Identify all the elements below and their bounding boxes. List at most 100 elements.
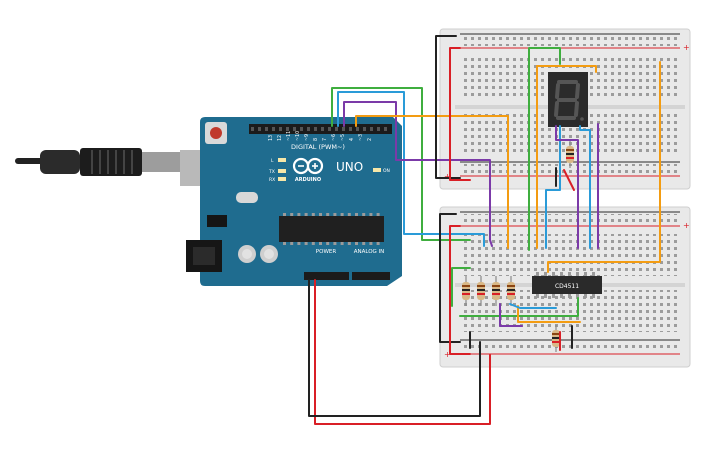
chip-pin bbox=[304, 242, 308, 245]
header-pin bbox=[251, 127, 254, 131]
header-pin bbox=[293, 127, 296, 131]
chip-pin bbox=[376, 213, 380, 216]
wire-orange bbox=[547, 61, 661, 273]
header-pin bbox=[356, 127, 359, 131]
crystal bbox=[236, 192, 258, 203]
chip-pin bbox=[290, 242, 294, 245]
resistor bbox=[477, 276, 485, 306]
header-pin bbox=[286, 127, 289, 131]
header-pin bbox=[258, 127, 261, 131]
wire-black bbox=[308, 279, 481, 417]
wire-red bbox=[449, 47, 471, 181]
chip-pin bbox=[326, 213, 330, 216]
svg-text:RX: RX bbox=[269, 177, 275, 183]
chip-pin bbox=[290, 213, 294, 216]
chip-pin bbox=[369, 213, 373, 216]
header-pin bbox=[384, 127, 387, 131]
cd4511-chip: CD4511 bbox=[532, 272, 602, 298]
svg-text:+: + bbox=[683, 221, 690, 230]
chip-pin bbox=[355, 213, 358, 216]
svg-text:L: L bbox=[271, 158, 274, 164]
chip-pin bbox=[319, 242, 322, 245]
digital-pin-number: 4 bbox=[349, 138, 355, 141]
digital-pin-number: ~5 bbox=[340, 134, 346, 141]
header-pin bbox=[349, 127, 352, 131]
header-pin bbox=[272, 127, 275, 131]
seven-segment-display bbox=[548, 72, 588, 127]
svg-text:ANALOG IN: ANALOG IN bbox=[354, 249, 385, 255]
digital-pin-number: ~6 bbox=[331, 134, 337, 141]
uno-label: UNO bbox=[336, 160, 363, 174]
wire-orange bbox=[536, 65, 597, 249]
digital-pin-number: 7 bbox=[322, 138, 328, 141]
chip-pin bbox=[333, 242, 337, 245]
chip-pin bbox=[311, 213, 315, 216]
digital-pin-number: 8 bbox=[313, 138, 319, 141]
chip-pin bbox=[319, 213, 322, 216]
chip-pin bbox=[369, 242, 373, 245]
resistors bbox=[462, 140, 574, 352]
header-pin bbox=[321, 127, 324, 131]
digital-label: DIGITAL (PWM~) bbox=[291, 143, 345, 151]
digital-pin-number: ~3 bbox=[358, 134, 364, 141]
wire-blue bbox=[545, 125, 561, 249]
chip-pin bbox=[362, 242, 366, 245]
digital-pin-number: 12 bbox=[277, 135, 283, 141]
wire-purple bbox=[555, 125, 579, 249]
digital-header bbox=[249, 124, 392, 134]
atmega-chip bbox=[279, 216, 384, 242]
status-leds: L TX RX ON bbox=[268, 158, 390, 183]
chip-pin bbox=[347, 213, 351, 216]
wire-blue bbox=[337, 91, 485, 247]
wire-orange bbox=[517, 305, 581, 323]
wire-orange bbox=[355, 115, 509, 249]
svg-text:ON: ON bbox=[383, 168, 390, 174]
wire-black bbox=[435, 35, 461, 179]
chip-pin bbox=[340, 242, 344, 245]
digital-pin-number: ~10 bbox=[295, 131, 301, 141]
chip-pin bbox=[347, 242, 351, 245]
analog-header bbox=[352, 272, 390, 280]
svg-text:TX: TX bbox=[268, 169, 275, 175]
chip-pin bbox=[311, 242, 315, 245]
wire-green bbox=[451, 267, 471, 307]
resistor bbox=[566, 140, 574, 168]
chip-pin bbox=[297, 242, 301, 245]
svg-text:+: + bbox=[444, 350, 451, 359]
svg-text:+: + bbox=[683, 43, 690, 52]
header-pin bbox=[342, 127, 345, 131]
header-pin bbox=[279, 127, 282, 131]
resistor bbox=[492, 276, 500, 306]
header-pin bbox=[307, 127, 310, 131]
wires bbox=[308, 35, 661, 425]
resistor bbox=[507, 276, 515, 306]
wire-red bbox=[563, 169, 575, 191]
svg-text:+: + bbox=[444, 172, 451, 181]
header-pin bbox=[265, 127, 268, 131]
chip-label: CD4511 bbox=[555, 283, 579, 290]
svg-text:ARDUINO: ARDUINO bbox=[295, 177, 321, 183]
chip-pin bbox=[326, 242, 330, 245]
header-pin bbox=[370, 127, 373, 131]
voltage-regulator bbox=[207, 215, 227, 227]
digital-pin-number: ~11 bbox=[286, 131, 292, 141]
chip-pin bbox=[283, 242, 286, 245]
chip-pin bbox=[340, 213, 344, 216]
usb-cable bbox=[15, 148, 232, 186]
header-pin bbox=[300, 127, 303, 131]
wire-purple bbox=[343, 101, 493, 247]
wire-blue bbox=[509, 303, 557, 309]
header-pin bbox=[335, 127, 338, 131]
wire-red bbox=[449, 225, 471, 355]
chip-pin bbox=[283, 213, 286, 216]
chip-pin bbox=[355, 242, 358, 245]
wire-green bbox=[331, 87, 471, 241]
chip-pin bbox=[304, 213, 308, 216]
power-header bbox=[304, 272, 349, 280]
wire-green bbox=[528, 47, 561, 251]
resistor bbox=[462, 276, 470, 306]
chip-pin bbox=[376, 242, 380, 245]
chip-pin bbox=[333, 213, 337, 216]
